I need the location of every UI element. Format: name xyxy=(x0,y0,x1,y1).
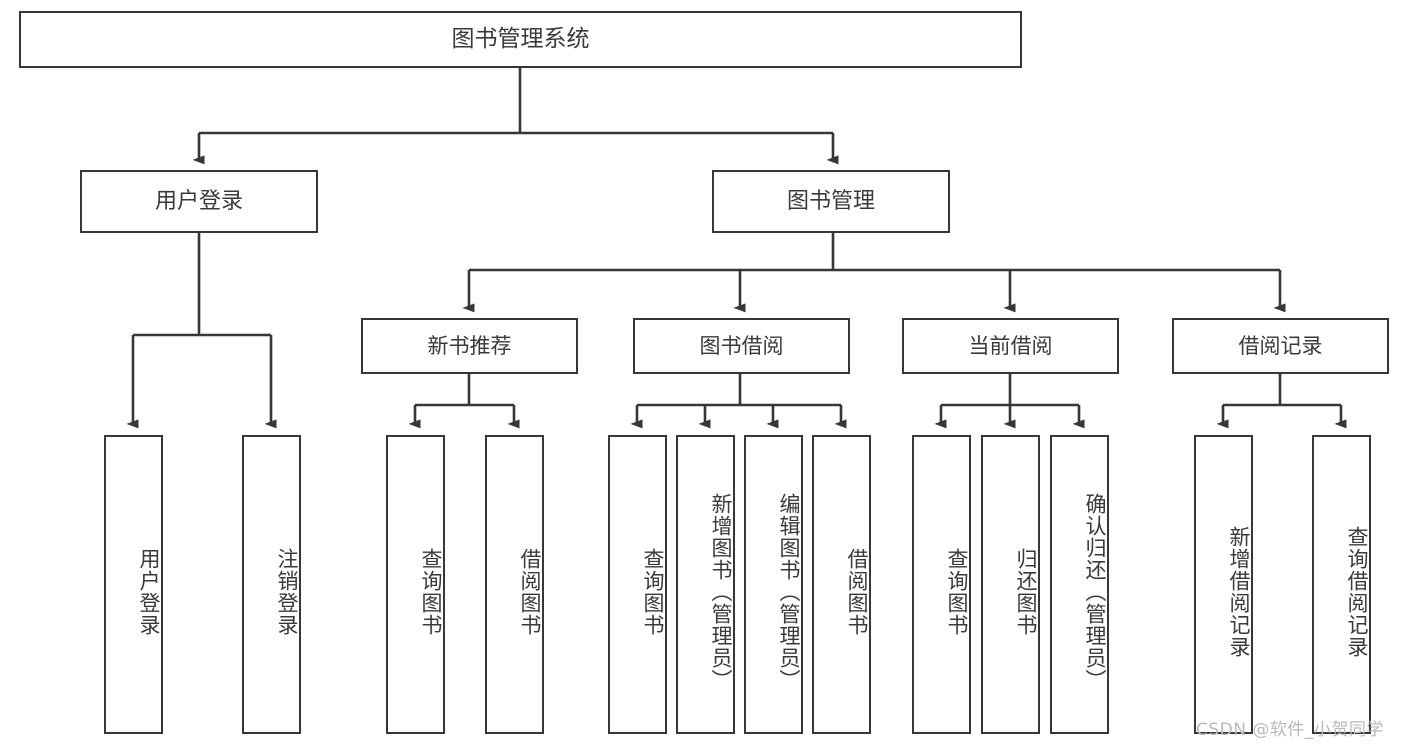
node-label: 借阅图书 xyxy=(518,547,542,636)
node-label: 图书借阅 xyxy=(699,333,784,358)
node-label: 借阅图书 xyxy=(845,547,869,636)
node-label: 查询图书 xyxy=(641,547,665,636)
leaf-return-book[interactable]: 归还图书 xyxy=(981,435,1040,734)
leaf-query-book-borrow[interactable]: 查询图书 xyxy=(608,435,667,734)
leaf-confirm-return-admin[interactable]: 确认归还（管理员） xyxy=(1050,435,1109,734)
leaf-user-login[interactable]: 用户登录 xyxy=(104,435,163,734)
leaf-edit-book-admin[interactable]: 编辑图书（管理员） xyxy=(744,435,803,734)
node-label: 图书管理 xyxy=(786,188,875,214)
node-label: 查询借阅记录 xyxy=(1345,525,1369,658)
node-label: 新增借阅记录 xyxy=(1227,525,1251,658)
node-label: 新增图书（管理员） xyxy=(709,492,733,691)
watermark-text: CSDN @软件_小贺同学 xyxy=(1196,720,1384,740)
node-book-borrow[interactable]: 图书借阅 xyxy=(633,318,850,374)
leaf-add-borrow-record[interactable]: 新增借阅记录 xyxy=(1194,435,1253,734)
node-label: 归还图书 xyxy=(1014,547,1038,636)
node-label: 编辑图书（管理员） xyxy=(777,492,801,691)
node-label: 借阅记录 xyxy=(1238,333,1323,358)
node-label: 查询图书 xyxy=(945,547,969,636)
node-label: 确认归还（管理员） xyxy=(1083,492,1107,691)
leaf-borrow-book[interactable]: 借阅图书 xyxy=(812,435,871,734)
node-current-borrow[interactable]: 当前借阅 xyxy=(902,318,1119,374)
node-label: 用户登录 xyxy=(154,188,243,214)
node-label: 注销登录 xyxy=(275,547,299,636)
leaf-logout-login[interactable]: 注销登录 xyxy=(242,435,301,734)
leaf-query-borrow-record[interactable]: 查询借阅记录 xyxy=(1312,435,1371,734)
node-label: 查询图书 xyxy=(419,547,443,636)
node-label: 用户登录 xyxy=(137,547,161,636)
node-book-management[interactable]: 图书管理 xyxy=(712,170,950,233)
leaf-query-book-current[interactable]: 查询图书 xyxy=(912,435,971,734)
leaf-add-book-admin[interactable]: 新增图书（管理员） xyxy=(676,435,735,734)
node-label: 图书管理系统 xyxy=(451,25,590,52)
node-label: 当前借阅 xyxy=(968,333,1053,358)
node-user-login[interactable]: 用户登录 xyxy=(80,170,318,233)
node-root-system[interactable]: 图书管理系统 xyxy=(19,11,1022,68)
node-label: 新书推荐 xyxy=(427,333,512,358)
leaf-borrow-book-recommend[interactable]: 借阅图书 xyxy=(485,435,544,734)
node-new-book-recommend[interactable]: 新书推荐 xyxy=(361,318,578,374)
leaf-query-book-recommend[interactable]: 查询图书 xyxy=(386,435,445,734)
node-borrow-record[interactable]: 借阅记录 xyxy=(1172,318,1389,374)
